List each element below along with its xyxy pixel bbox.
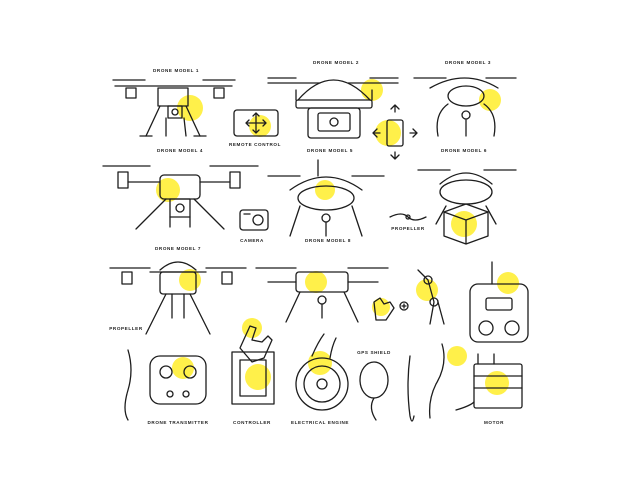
- label-drone-model-3: DRONE MODEL 3: [444, 60, 492, 65]
- label-propeller-top: PROPELLER: [391, 226, 425, 231]
- label-drone-transmitter: DRONE TRANSMITTER: [147, 420, 209, 425]
- label-drone-model-7: DRONE MODEL 7: [154, 246, 202, 251]
- drone-model-1-icon: [112, 79, 236, 137]
- drone-model-7-icon: [109, 261, 247, 335]
- label-propeller-left: PROPELLER: [109, 326, 143, 331]
- camera-icon: [239, 209, 269, 231]
- controller-chip-icon: [231, 351, 275, 405]
- label-drone-model-6: DRONE MODEL 6: [440, 148, 488, 153]
- propeller-vertical-icon: [124, 349, 132, 421]
- propeller-vertical-2-icon: [407, 355, 415, 422]
- remote-control-icon: [233, 109, 279, 137]
- label-electrical-engine: ELECTRICAL ENGINE: [290, 420, 350, 425]
- label-gps-shield: GPS SHIELD: [357, 350, 391, 355]
- hand-plus-icon: [373, 297, 409, 321]
- label-motor: MOTOR: [483, 420, 505, 425]
- radio-transmitter-icon: [469, 261, 529, 343]
- phone-rotate-icon: [372, 104, 418, 160]
- propeller-icon: [389, 213, 427, 221]
- label-drone-model-1: DRONE MODEL 1: [152, 68, 200, 73]
- drone-model-4-icon: [102, 165, 259, 230]
- accent-blobs: [156, 79, 519, 395]
- electrical-engine-icon: [295, 333, 349, 411]
- drone-model-8-icon: [255, 267, 389, 323]
- label-drone-model-2: DRONE MODEL 2: [312, 60, 360, 65]
- drone-transmitter-icon: [149, 355, 207, 405]
- gps-shield-icon: [359, 361, 389, 421]
- label-remote-control: REMOTE CONTROL: [228, 142, 282, 147]
- label-controller: CONTROLLER: [233, 420, 271, 425]
- cable-icon: [428, 343, 445, 419]
- label-camera: CAMERA: [240, 238, 264, 243]
- drone-model-2-icon: [267, 77, 399, 139]
- robot-arm-icon: [417, 269, 445, 325]
- drone-model-6-icon: [417, 169, 517, 245]
- label-drone-model-5: DRONE MODEL 5: [306, 148, 354, 153]
- drone-model-3-icon: [413, 77, 517, 137]
- drone-model-5-icon: [267, 159, 385, 237]
- motor-icon: [455, 353, 523, 411]
- label-drone-model-4: DRONE MODEL 4: [156, 148, 204, 153]
- label-drone-model-8: DRONE MODEL 8: [304, 238, 352, 243]
